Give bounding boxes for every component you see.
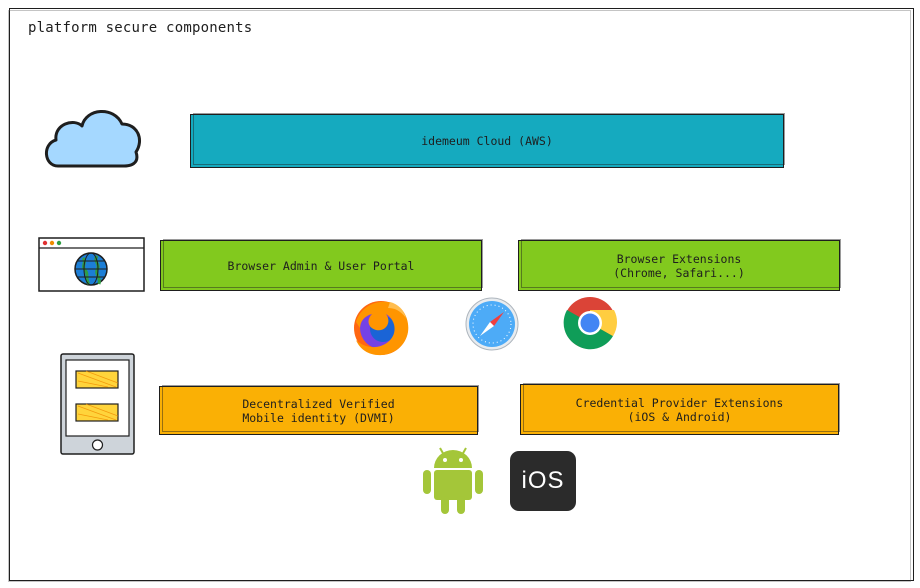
globe-icon	[74, 252, 108, 286]
safari-icon	[465, 297, 519, 351]
browser-portal-box: Browser Admin & User Portal	[160, 239, 483, 291]
browser-extensions-label: Browser Extensions (Chrome, Safari...)	[613, 251, 745, 280]
credential-provider-box: Credential Provider Extensions (iOS & An…	[520, 383, 840, 435]
browser-portal-label: Browser Admin & User Portal	[227, 258, 415, 273]
idemeum-cloud-box: idemeum Cloud (AWS)	[190, 113, 785, 168]
dvmi-label: Decentralized Verified Mobile identity (…	[242, 396, 395, 425]
android-icon	[423, 447, 483, 514]
dvmi-box: Decentralized Verified Mobile identity (…	[159, 385, 479, 435]
browser-extensions-box: Browser Extensions (Chrome, Safari...)	[518, 239, 841, 291]
cloud-icon	[45, 110, 141, 168]
ios-logo-text: iOS	[521, 467, 565, 494]
chrome-icon	[563, 297, 618, 350]
credential-provider-label: Credential Provider Extensions (iOS & An…	[575, 395, 784, 424]
ios-icon: iOS	[510, 451, 576, 511]
diagram-title: platform secure components	[28, 20, 253, 36]
firefox-icon	[354, 301, 409, 356]
tablet-icon	[60, 353, 135, 455]
idemeum-cloud-label: idemeum Cloud (AWS)	[421, 134, 553, 148]
